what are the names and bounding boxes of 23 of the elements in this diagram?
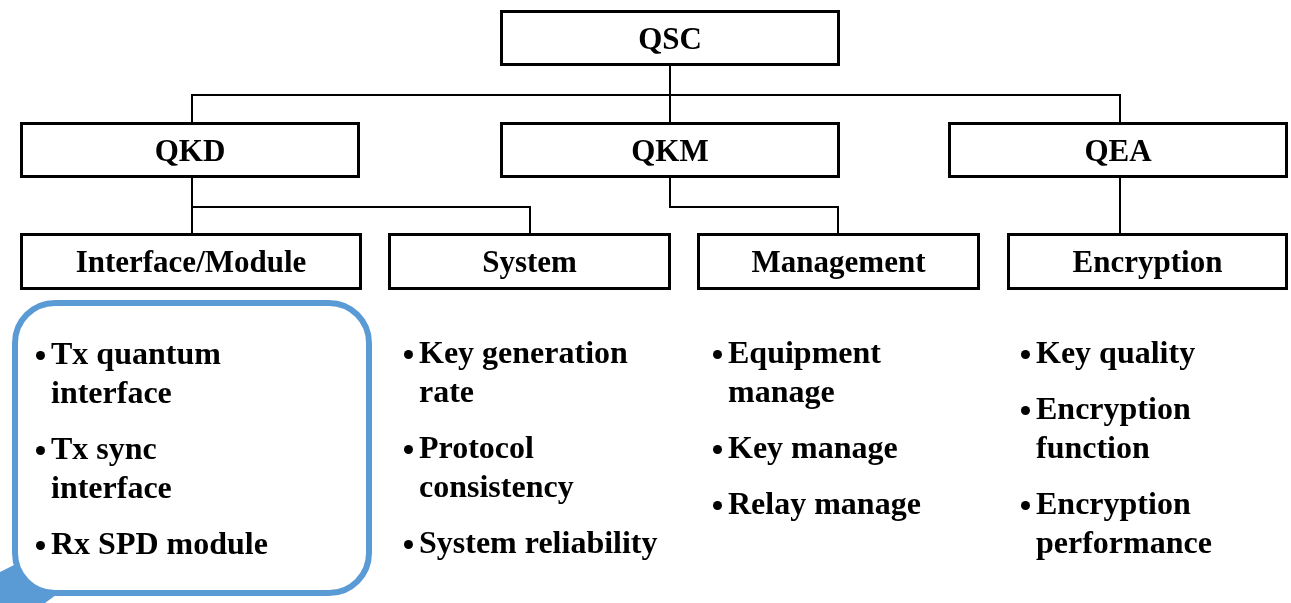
category-box: QEA [948, 122, 1288, 178]
list-item: System reliability [419, 523, 658, 562]
category-box: System [388, 233, 671, 290]
list-item: Encryption performance [1036, 484, 1213, 562]
category-box: Interface/Module [20, 233, 362, 290]
category-box: QKM [500, 122, 840, 178]
category-box: Management [697, 233, 980, 290]
list-item: Key quality [1036, 333, 1196, 372]
list-item: Relay manage [728, 484, 921, 523]
list-item: Tx sync interface [51, 429, 173, 507]
callout-bubble [0, 300, 372, 603]
category-box: QSC [500, 10, 840, 66]
list-item: Key manage [728, 428, 898, 467]
list-item: Rx SPD module [51, 524, 268, 563]
category-box: Encryption [1007, 233, 1288, 290]
connector-line [669, 177, 839, 234]
category-box: QKD [20, 122, 360, 178]
list-item: Protocol consistency [419, 428, 575, 506]
list-item: Equipment manage [728, 333, 882, 411]
list-item: Encryption function [1036, 389, 1192, 467]
list-item: Key generation rate [419, 333, 629, 411]
list-item: Tx quantum interface [51, 334, 222, 412]
connector-line [1119, 177, 1121, 234]
